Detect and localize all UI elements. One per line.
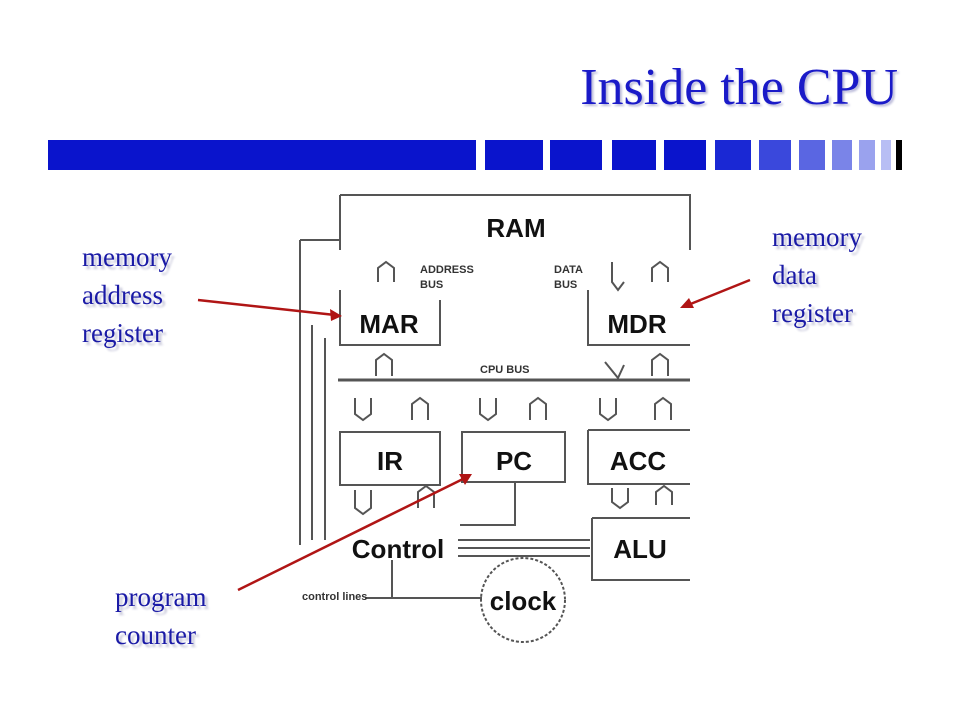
- title-bar: [48, 140, 902, 170]
- ram-label: RAM: [486, 213, 545, 243]
- mar-callout-label: memory address register: [82, 242, 172, 348]
- mdr-callout-arrow: [687, 278, 751, 307]
- clock-label: clock: [490, 586, 557, 616]
- ir-label: IR: [377, 446, 403, 476]
- data-bus-label-2: BUS: [554, 279, 577, 291]
- cpu-bus-label: CPU BUS: [480, 364, 530, 376]
- control-label: Control: [352, 534, 444, 564]
- mdr-label: MDR: [607, 309, 666, 339]
- mar-callout-arrow: [197, 298, 336, 317]
- mdr-callout-label: memory data register: [772, 222, 862, 328]
- control-lines-label: control lines: [302, 591, 367, 603]
- mar-label: MAR: [359, 309, 418, 339]
- pc-callout-label: program counter: [115, 582, 207, 650]
- pc-callout-arrow: [237, 476, 466, 592]
- pc-label: PC: [496, 446, 532, 476]
- acc-label: ACC: [610, 446, 667, 476]
- address-bus-label-2: BUS: [420, 279, 443, 291]
- address-bus-label-1: ADDRESS: [420, 264, 474, 276]
- alu-label: ALU: [613, 534, 666, 564]
- data-bus-label-1: DATA: [554, 264, 583, 276]
- slide-title: Inside the CPU: [580, 59, 898, 116]
